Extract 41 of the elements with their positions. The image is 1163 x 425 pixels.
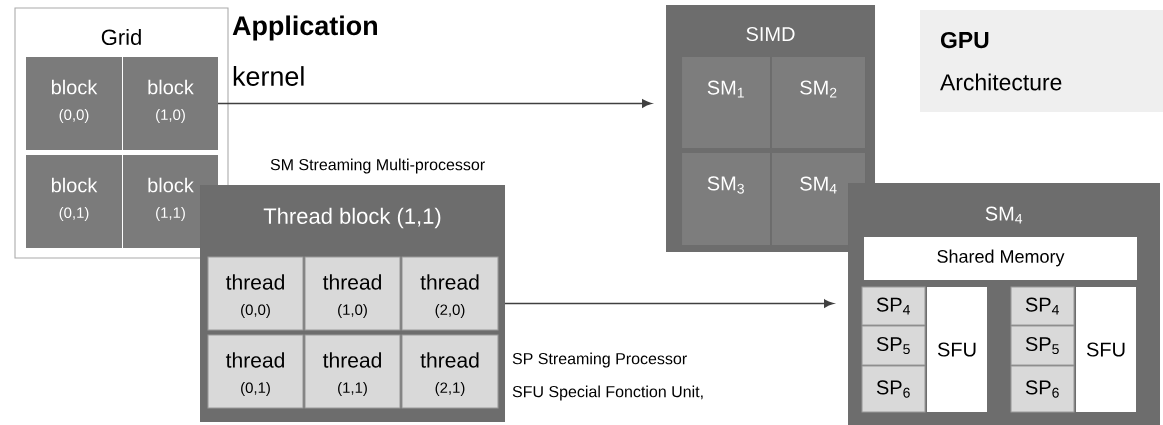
- node-label: block: [51, 79, 98, 95]
- thread-cell: thread (2,1): [401, 334, 499, 409]
- block-box: block (0,0): [26, 57, 122, 150]
- node-label: block: [148, 177, 194, 193]
- block-box: block (0,1): [26, 155, 122, 248]
- heading: kernel: [233, 66, 304, 86]
- node-label: (1,0): [156, 109, 185, 123]
- edge-label: SM Streaming Multi-processor: [270, 158, 485, 174]
- sp-cell: SP$_{6}$: [861, 365, 926, 413]
- sp-cell: SP$_{4}$: [861, 286, 926, 326]
- node-label: (0,0): [59, 109, 89, 123]
- node-label: (1,1): [156, 207, 185, 221]
- node-label: SM$_{2}$: [800, 80, 837, 98]
- node-label: (0,1): [59, 207, 89, 221]
- arrow: [504, 299, 834, 308]
- note-text: SP Streaming Processor: [512, 352, 687, 368]
- thread-cell: thread (2,0): [401, 256, 499, 331]
- node-label: SM$_{3}$: [707, 176, 744, 194]
- sm-box: SM$_{3}$: [682, 153, 770, 245]
- arrow: [217, 99, 652, 108]
- architecture-box: GPU Architecture: [920, 10, 1163, 112]
- node-label: SM$_{1}$: [707, 80, 744, 98]
- node-label: block: [51, 177, 98, 193]
- shared-memory-box: Shared Memory: [864, 237, 1137, 280]
- sm-box: SM$_{2}$: [772, 57, 865, 148]
- thread-cell: thread (1,1): [304, 334, 401, 409]
- thread-cell: thread (1,0): [304, 256, 401, 331]
- sp-cell: SP$_{4}$: [1010, 286, 1075, 326]
- heading: Application: [232, 15, 377, 41]
- node-label: SM$_{4}$: [800, 176, 837, 194]
- sfu-cell: SFU: [1076, 287, 1136, 412]
- sm-box: SM$_{1}$: [682, 57, 770, 148]
- sp-cell: SP$_{5}$: [1010, 325, 1075, 366]
- node-label: block: [148, 79, 194, 95]
- thread-cell: thread (0,1): [207, 334, 304, 409]
- note-text: SFU Special Fonction Unit,: [512, 385, 703, 401]
- sp-cell: SP$_{6}$: [1010, 365, 1075, 413]
- thread-cell: thread (0,0): [207, 256, 304, 331]
- sp-cell: SP$_{5}$: [861, 325, 926, 366]
- block-box: block (1,0): [123, 57, 218, 150]
- sfu-cell: SFU: [927, 287, 987, 412]
